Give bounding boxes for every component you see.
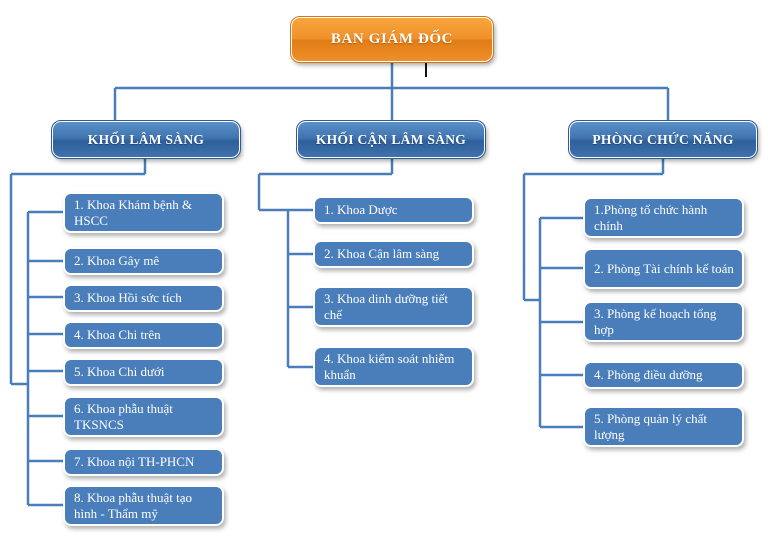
node-leaf-label: 4. Khoa kiểm soát nhiễm khuẩn: [324, 350, 455, 382]
node-leaf-label: 6. Khoa phẫu thuật TKSNCS: [74, 400, 173, 432]
node-leaf[interactable]: 1. Khoa Khám bệnh & HSCC: [63, 192, 224, 233]
node-leaf-label: 5. Khoa Chi dưới: [74, 364, 165, 380]
node-leaf-label: 2. Khoa Cận lâm sàng: [324, 246, 440, 262]
node-leaf-label: 3. Khoa dinh dưỡng tiết chế: [324, 290, 449, 322]
node-leaf[interactable]: 2. Khoa Cận lâm sàng: [313, 240, 474, 268]
node-leaf[interactable]: 6. Khoa phẫu thuật TKSNCS: [63, 396, 224, 437]
node-branch-khoi-lam-sang[interactable]: KHỐI LÂM SÀNG: [51, 120, 241, 159]
node-branch-label: KHỐI CẬN LÂM SÀNG: [315, 131, 467, 147]
node-leaf-label: 5. Phòng quản lý chất lượng: [594, 410, 708, 442]
node-leaf-label: 4. Phòng điều dưỡng: [594, 367, 703, 383]
node-leaf[interactable]: 4. Khoa Chi trên: [63, 321, 224, 349]
node-branch-phong-chuc-nang[interactable]: PHÒNG CHỨC NĂNG: [568, 120, 758, 159]
node-leaf[interactable]: 8. Khoa phẫu thuật tạo hình - Thẩm mỹ: [63, 485, 224, 526]
node-leaf[interactable]: 2. Khoa Gây mê: [63, 247, 224, 275]
node-leaf[interactable]: 5. Phòng quản lý chất lượng: [583, 406, 744, 447]
node-leaf[interactable]: 5. Khoa Chi dưới: [63, 358, 224, 386]
node-leaf-label: 7. Khoa nội TH-PHCN: [74, 454, 195, 470]
node-leaf[interactable]: 1. Khoa Dược: [313, 196, 474, 224]
node-leaf[interactable]: 4. Khoa kiểm soát nhiễm khuẩn: [313, 346, 474, 387]
node-leaf[interactable]: 3. Phòng kế hoạch tổng hợp: [583, 301, 744, 342]
node-root[interactable]: BAN GIÁM ĐỐC: [290, 16, 494, 63]
node-leaf-label: 4. Khoa Chi trên: [74, 327, 161, 343]
node-leaf[interactable]: 3. Khoa Hồi sức tích: [63, 284, 224, 312]
node-leaf-label: 3. Khoa Hồi sức tích: [74, 290, 182, 306]
cursor-caret-mark: [425, 63, 427, 77]
node-leaf[interactable]: 4. Phòng điều dưỡng: [583, 361, 744, 389]
node-leaf-label: 2. Khoa Gây mê: [74, 253, 160, 269]
node-branch-label: PHÒNG CHỨC NĂNG: [592, 131, 734, 147]
node-leaf[interactable]: 7. Khoa nội TH-PHCN: [63, 448, 224, 476]
node-leaf-label: 2. Phòng Tài chính kế toán: [594, 260, 734, 276]
node-leaf-label: 8. Khoa phẫu thuật tạo hình - Thẩm mỹ: [74, 489, 193, 521]
node-root-label: BAN GIÁM ĐỐC: [330, 31, 454, 47]
node-leaf[interactable]: 1.Phòng tổ chức hành chính: [583, 197, 744, 238]
node-branch-label: KHỐI LÂM SÀNG: [87, 131, 205, 147]
node-leaf[interactable]: 2. Phòng Tài chính kế toán: [583, 248, 744, 289]
node-leaf-label: 1.Phòng tổ chức hành chính: [594, 201, 708, 233]
node-leaf-label: 3. Phòng kế hoạch tổng hợp: [594, 305, 717, 337]
node-leaf-label: 1. Khoa Khám bệnh & HSCC: [74, 196, 193, 228]
node-leaf-label: 1. Khoa Dược: [324, 202, 398, 218]
node-leaf[interactable]: 3. Khoa dinh dưỡng tiết chế: [313, 286, 474, 327]
node-branch-khoi-can-lam-sang[interactable]: KHỐI CẬN LÂM SÀNG: [296, 120, 486, 159]
